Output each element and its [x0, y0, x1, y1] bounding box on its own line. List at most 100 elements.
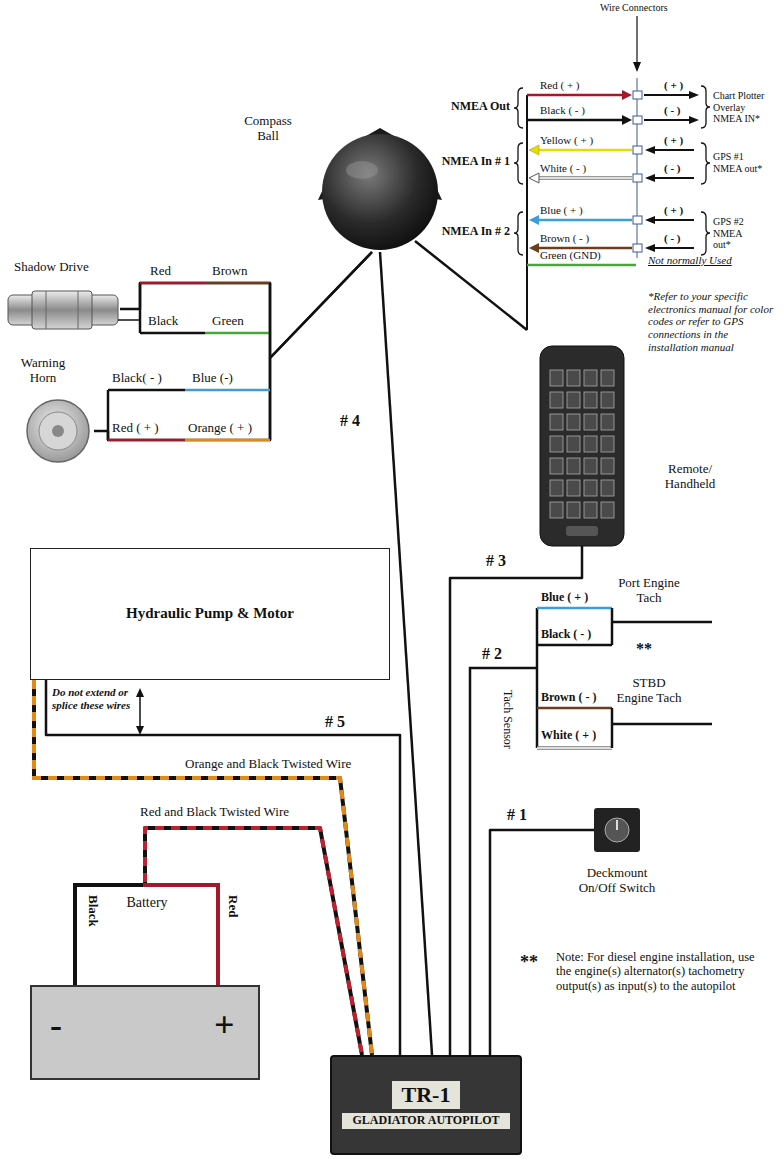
warning-note-holder: Do not extend or splice these wires: [52, 686, 132, 711]
wire-label-holder: Brown: [212, 264, 247, 279]
accessory-wires-part: [118, 319, 140, 321]
battery-label-holder: +: [214, 1007, 235, 1043]
remote-handheld-illustration-part: [540, 346, 624, 546]
edge-label-holder: Red and Black Twisted Wire: [140, 805, 289, 820]
tach-wiring-part: [537, 707, 612, 710]
remote-handheld-label: Remote/ Handheld: [648, 462, 732, 492]
warning-horn-illustration: [27, 400, 89, 462]
shadow-drive-label-holder: Shadow Drive: [14, 260, 89, 275]
edge-label-holder: # 4: [340, 412, 360, 430]
wire-label: Blue (-): [192, 371, 233, 386]
nmea-wiring-part: [529, 145, 539, 155]
nmea-wiring-part: [529, 243, 539, 253]
remote-handheld: Remote/ Handheld: [540, 346, 624, 546]
wire-label: Brown ( - ): [541, 691, 596, 705]
wire-label: White ( + ): [541, 729, 596, 743]
battery-label: -: [50, 1007, 62, 1043]
accessory-wires-part: [108, 389, 185, 392]
wire-connector-block-part: [633, 116, 642, 124]
accessory-wires-part: [269, 283, 272, 440]
port-group-label-holder: NMEA Out: [451, 100, 510, 114]
footnote-mark: **: [520, 952, 538, 973]
footnote-mark-holder: **: [520, 952, 538, 973]
footnote-text-holder: *Refer to your specific electronics manu…: [648, 290, 780, 353]
warning-horn-label: Warning Horn: [10, 356, 76, 386]
edge-label-holder: # 5: [325, 713, 345, 731]
wire-label-holder: Green (GND): [540, 249, 601, 262]
wire-label: Red: [150, 264, 171, 279]
compass-ball-illustration: [318, 128, 442, 250]
wire-label: Black: [85, 895, 100, 927]
accessory-wires-part: [140, 282, 205, 285]
battery-label-holder: Battery: [97, 895, 197, 911]
nmea-wiring-part: [527, 264, 636, 267]
device-label: GPS #2 NMEA out*: [713, 216, 749, 251]
shadow-drive: Shadow Drive: [6, 290, 120, 330]
wire-connector-block-part: [644, 119, 690, 121]
warning-horn: Warning Horn: [22, 400, 94, 462]
footnote-mark-holder: **: [636, 640, 652, 658]
cable-line: [450, 546, 582, 1055]
warning-horn-label-holder: Warning Horn: [10, 356, 76, 386]
polarity-label-holder: ( - ): [664, 232, 681, 245]
battery-label: Battery: [97, 895, 197, 911]
callout-label: Wire Connectors: [600, 2, 668, 14]
deckmount-switch-illustration: [594, 808, 640, 852]
autopilot-unit-text: TR-1: [392, 1081, 461, 1108]
polarity-label-holder: ( + ): [664, 79, 683, 92]
nmea-wiring-part: [622, 115, 632, 125]
polarity-label-holder: ( - ): [664, 104, 681, 117]
wire-label: Green (GND): [540, 249, 601, 262]
cable-connector: [490, 830, 594, 1055]
nmea-wiring-part: [538, 247, 632, 250]
nmea-brackets-part: [514, 212, 523, 255]
nmea-brackets-part: [514, 88, 523, 128]
cable-label-holder: Tach Sensor: [500, 690, 514, 749]
port-group-label: NMEA In # 1: [442, 155, 510, 169]
wire-connector-block-part: [637, 78, 638, 258]
double-arrow-part: [136, 726, 144, 735]
cable-connector: [450, 546, 582, 1055]
nmea-wiring-part: [622, 90, 632, 100]
wire-connector-block-part: [645, 146, 655, 154]
cable-label: Tach Sensor: [500, 690, 514, 749]
wire-label-holder: Yellow ( + ): [540, 134, 593, 147]
wire-label-holder: Red ( + ): [540, 79, 580, 92]
wire-label: Brown ( - ): [540, 232, 589, 245]
wire-label-holder: Black ( - ): [541, 628, 591, 642]
wire-label: Brown: [212, 264, 247, 279]
wire-label: Red ( + ): [112, 421, 159, 436]
port-group-label: NMEA In # 2: [442, 225, 510, 239]
compass-ball-illustration-part: [346, 161, 378, 179]
wire-connector-block-part: [653, 219, 694, 221]
wire-label: Green: [212, 314, 244, 329]
wire-connector-block-part: [653, 177, 694, 179]
wire-label: Black( - ): [112, 371, 162, 386]
accessory-wires-part: [140, 332, 205, 335]
polarity-label: ( - ): [664, 104, 681, 117]
wire-label-holder: Black( - ): [112, 371, 162, 386]
wire-label: White ( - ): [540, 162, 586, 175]
wire-label-holder: Blue ( + ): [541, 591, 588, 605]
polarity-label-holder: ( + ): [664, 204, 683, 217]
wire-label: Orange ( + ): [188, 421, 252, 436]
nmea-wiring-part: [526, 95, 528, 330]
double-arrow-part: [136, 688, 144, 697]
accessory-wires-part: [139, 283, 142, 333]
wire-connector-block-part: [644, 94, 690, 96]
callout-label-holder: Wire Connectors: [600, 2, 668, 14]
nmea-wiring-part: [415, 241, 527, 330]
nmea-brackets-part: [701, 86, 710, 128]
hydraulic-pump-box: Hydraulic Pump & Motor: [30, 548, 390, 680]
accessory-wires-part: [107, 390, 110, 440]
deckmount-switch-illustration-part: [594, 808, 640, 852]
tach-wiring-part: [611, 708, 614, 748]
wire-label-holder: Black: [85, 895, 100, 927]
accessory-wires-part: [108, 439, 185, 442]
tach-wiring-part: [537, 747, 612, 749]
shadow-drive-illustration-part: [78, 291, 79, 329]
device-label: STBD Engine Tach: [614, 676, 684, 706]
nmea-wiring-part: [538, 149, 632, 152]
wire-connector-block-part: [653, 247, 694, 249]
